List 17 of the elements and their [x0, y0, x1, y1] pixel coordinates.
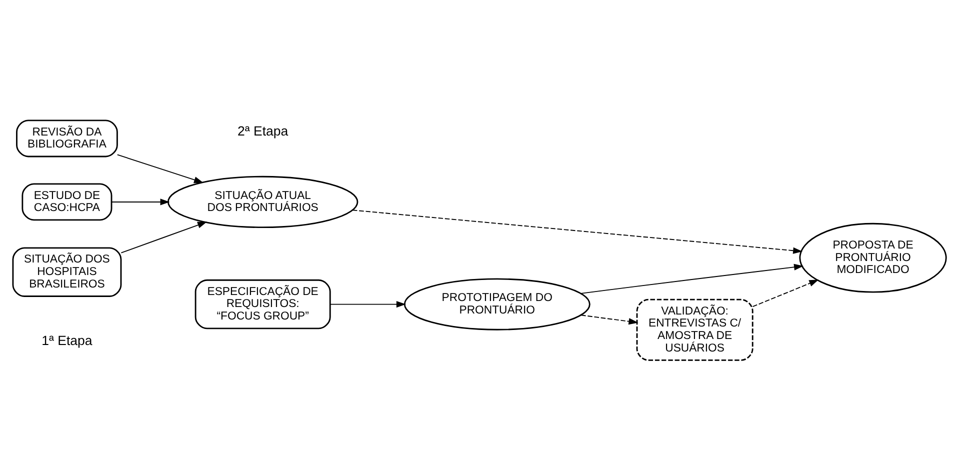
- node-ellipse: PROPOSTA DE PRONTUÁRIO MODIFICADO: [799, 222, 947, 293]
- label: 1ª Etapa: [42, 332, 92, 348]
- node-box: REVISÃO DA BIBLIOGRAFIA: [16, 120, 118, 158]
- arrow: [580, 314, 638, 325]
- arrow: [752, 280, 819, 308]
- arrow: [330, 300, 406, 308]
- arrow: [352, 210, 803, 254]
- arrow: [111, 198, 170, 206]
- arrow: [580, 264, 804, 294]
- node-box: ESTUDO DE CASO:HCPA: [22, 183, 112, 221]
- arrow: [120, 222, 208, 254]
- node-box: VALIDAÇÃO: ENTREVISTAS C/ AMOSTRA DE USUÁRIOS: [636, 298, 754, 361]
- node-ellipse: PROTOTIPAGEM DO PRONTUÁRIO: [404, 278, 590, 330]
- node-box: ESPECIFICAÇÃO DE REQUISITOS: “FOCUS GROUP”: [194, 279, 331, 330]
- node-box: SITUAÇÃO DOS HOSPITAIS BRASILEIROS: [12, 247, 122, 297]
- label: 2ª Etapa: [238, 123, 288, 138]
- arrow: [116, 154, 204, 184]
